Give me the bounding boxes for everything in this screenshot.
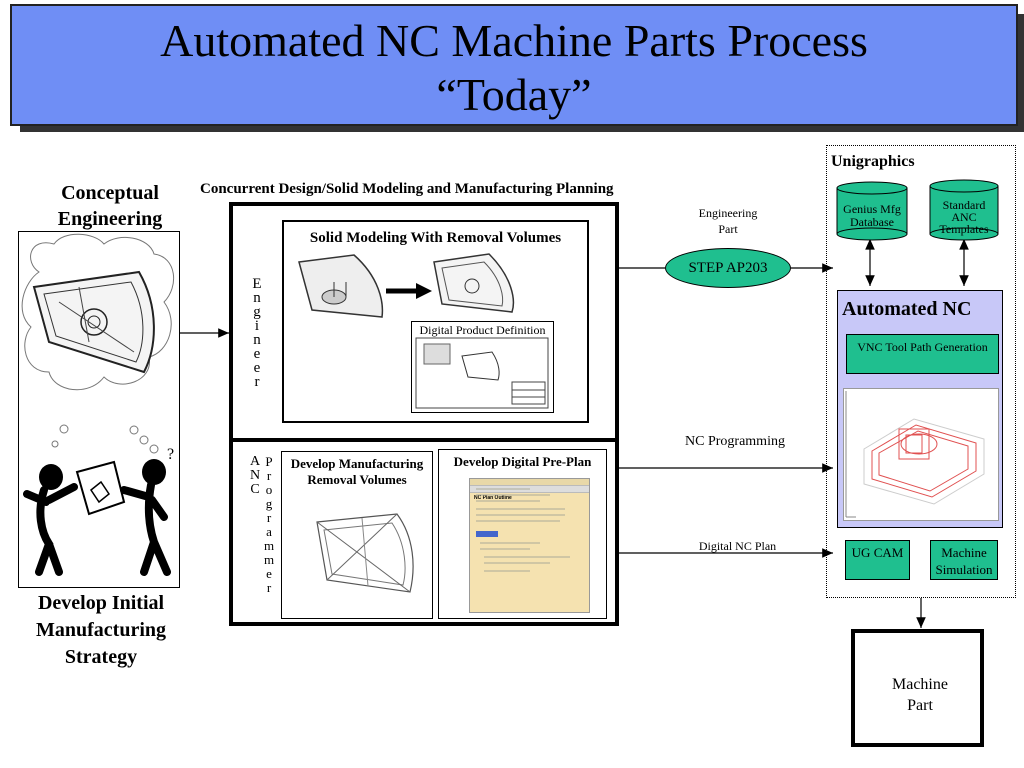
digital-product-box: Digital Product Definition [411, 321, 554, 413]
plan-doc-lines [476, 488, 570, 572]
programmer-panel [229, 438, 619, 626]
solid-model-drawings [298, 253, 515, 318]
programmer-letter: r [266, 468, 272, 483]
templates-db-cylinder [929, 179, 999, 241]
nc-programming-label: NC Programming [685, 434, 785, 449]
slide-title: Automated NC Machine Parts Process “Toda… [10, 4, 1018, 122]
concept-illustration [21, 233, 175, 576]
programmer-letter: a [266, 524, 272, 539]
programmer-letter: m [263, 538, 275, 553]
programmer-letter: P [265, 454, 273, 469]
anc-letter: A [249, 454, 261, 469]
machine-part-label: Machine Part [892, 676, 948, 714]
engineer-letter: g [253, 304, 261, 320]
ug-cam-box: UG CAM [845, 540, 910, 580]
engineer-letter: e [253, 360, 261, 376]
removal-volume-wireframe [316, 513, 414, 593]
conceptual-engineering-heading: Conceptual Engineering [57, 182, 163, 230]
concurrent-design-heading: Concurrent Design/Solid Modeling and Man… [200, 181, 614, 197]
toolpath-render [845, 391, 985, 518]
programmer-letter: r [266, 580, 272, 595]
drawing-sheet [415, 337, 549, 409]
machine-simulation-box: Machine Simulation [930, 540, 998, 580]
engineering-part-label: Engineering Part [698, 206, 758, 236]
digital-product-title: Digital Product Definition [419, 323, 546, 337]
standard-templates-label: Standard ANC Templates [939, 198, 989, 236]
programmer-letter: o [265, 482, 273, 497]
title-banner [10, 4, 1018, 126]
automated-nc-panel: Automated NC VNC Tool Path Generation [837, 290, 1003, 528]
title-line-1: Automated NC Machine Parts Process [160, 15, 868, 66]
machine-part-box [851, 629, 984, 747]
dev-mfg-box: Develop Manufacturing Removal Volumes [281, 451, 433, 619]
genius-db-cylinder [836, 181, 908, 241]
toolpath-viewport [843, 388, 999, 521]
concept-panel: ? [18, 231, 180, 588]
unigraphics-container [826, 145, 1016, 598]
anc-letter: C [250, 482, 260, 497]
engineer-letter: n [253, 332, 261, 348]
plan-doc-title: NC Plan Outline [474, 495, 512, 501]
genius-db-label: Genius Mfg Database [843, 202, 901, 229]
solid-modeling-title: Solid Modeling With Removal Volumes [309, 230, 562, 246]
digital-nc-plan-label: Digital NC Plan [698, 539, 777, 553]
programmer-letter: e [266, 566, 272, 581]
step-ap203-node: STEP AP203 [665, 248, 791, 288]
programmer-letter: r [266, 510, 272, 525]
engineer-letter: r [254, 374, 260, 390]
dev-mfg-title: Develop Manufacturing Removal Volumes [290, 456, 424, 487]
question-mark: ? [167, 446, 175, 463]
title-line-2: “Today” [436, 69, 592, 120]
preplan-document: NC Plan Outline [469, 478, 590, 613]
programmer-letter: g [265, 496, 273, 511]
automated-nc-title: Automated NC [842, 298, 972, 320]
unigraphics-heading: Unigraphics [831, 153, 915, 170]
programmer-letter: m [263, 552, 275, 567]
engineer-letter: n [253, 290, 261, 306]
dev-preplan-box: Develop Digital Pre-Plan NC Plan Outline [438, 449, 607, 619]
engineer-letter: E [252, 276, 262, 292]
engineer-letter: e [253, 346, 261, 362]
vnc-tool-path-box: VNC Tool Path Generation [846, 334, 999, 374]
initial-strategy-footer: Develop Initial Manufacturing Strategy [36, 592, 166, 668]
anc-letter: N [249, 468, 261, 483]
dev-preplan-title: Develop Digital Pre-Plan [453, 454, 592, 469]
engineer-letter: i [254, 318, 260, 334]
